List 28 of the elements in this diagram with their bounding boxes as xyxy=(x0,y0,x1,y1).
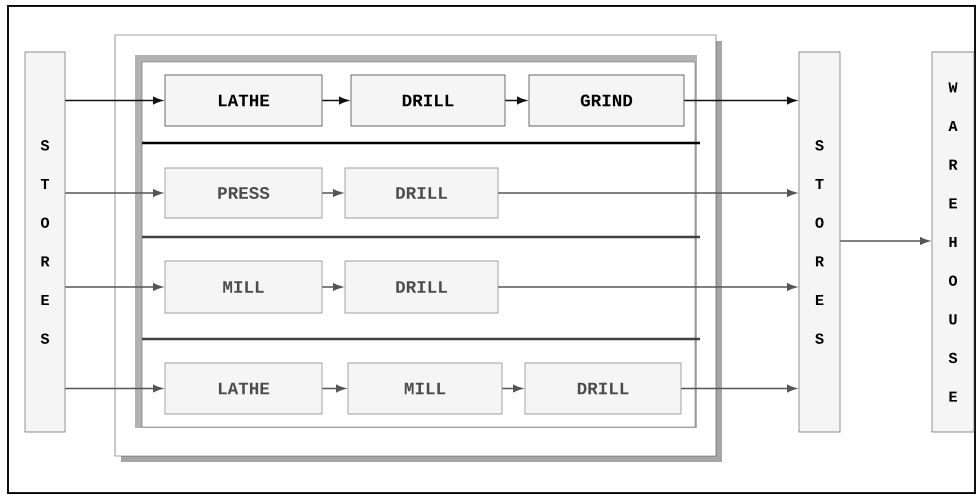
arrow xyxy=(65,189,162,197)
arrow xyxy=(322,384,346,392)
arrow xyxy=(322,283,342,291)
machine-box: PRESS xyxy=(164,168,322,218)
arrow xyxy=(840,237,930,245)
machine-box: DRILL xyxy=(344,260,498,314)
machine-box: LATHE xyxy=(164,74,322,126)
machine-box: DRILL xyxy=(344,168,498,218)
warehouse-column: W A R E H O U S E xyxy=(932,52,974,432)
arrow xyxy=(684,96,796,104)
machine-box: GRIND xyxy=(528,74,684,126)
arrow xyxy=(322,96,348,104)
stores-column: S T O R E S xyxy=(798,52,840,432)
machine-box: DRILL xyxy=(524,362,682,414)
stores-column: S T O R E S xyxy=(24,52,66,432)
arrow xyxy=(65,283,162,291)
arrow xyxy=(65,96,162,104)
arrow xyxy=(498,189,796,197)
arrow xyxy=(502,384,522,392)
machine-box: MILL xyxy=(164,260,322,314)
machine-box: MILL xyxy=(348,362,502,414)
arrow xyxy=(505,96,526,104)
machine-box: LATHE xyxy=(164,362,322,414)
arrow xyxy=(65,384,162,392)
machine-box: DRILL xyxy=(350,74,506,126)
arrow xyxy=(681,384,796,392)
arrow xyxy=(322,189,342,197)
arrow xyxy=(498,283,796,291)
